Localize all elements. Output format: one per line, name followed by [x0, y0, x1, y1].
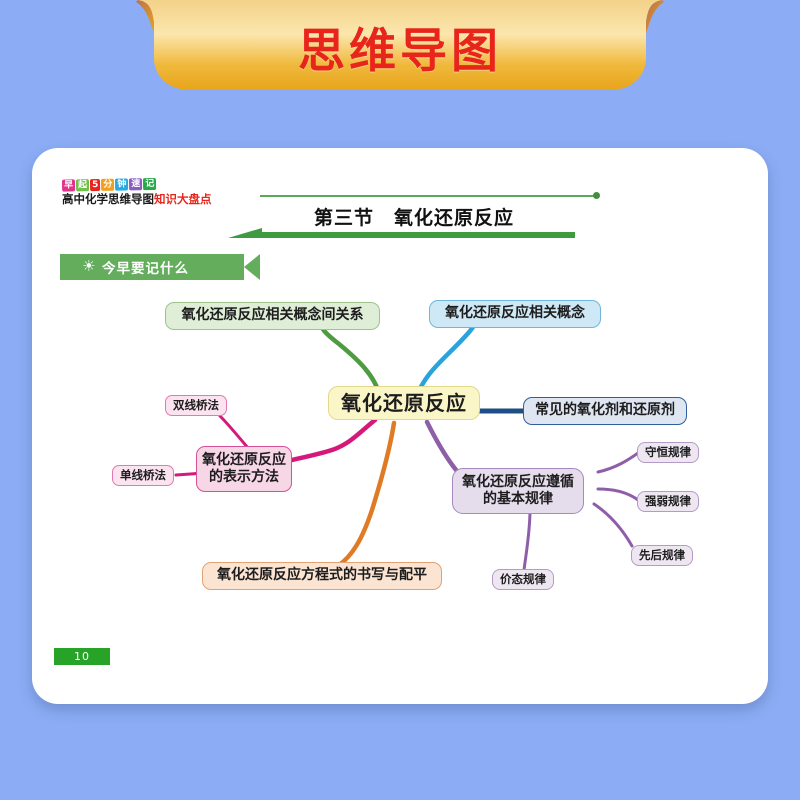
brand-rule-line	[260, 195, 595, 197]
basic-rules-line2: 的基本规律	[483, 491, 553, 507]
brand-rule-dot	[593, 192, 600, 199]
expression-line2: 的表示方法	[209, 469, 279, 485]
top-banner: 思维导图	[0, 0, 800, 100]
mindmap-node-concepts[interactable]: 氧化还原反应相关概念	[429, 300, 601, 328]
mindmap-node-rule-order[interactable]: 先后规律	[631, 545, 693, 566]
mindmap-node-equation-writing[interactable]: 氧化还原反应方程式的书写与配平	[202, 562, 442, 590]
mindmap-node-basic-rules[interactable]: 氧化还原反应遵循 的基本规律	[452, 468, 584, 514]
brand-subtitle: 高中化学思维导图知识大盘点	[62, 191, 362, 207]
mindmap-node-single-bridge[interactable]: 单线桥法	[112, 465, 174, 486]
page-number: 10	[54, 648, 110, 665]
basic-rules-line1: 氧化还原反应遵循	[462, 473, 574, 490]
mindmap-node-expression[interactable]: 氧化还原反应 的表示方法	[196, 446, 292, 492]
mindmap-node-rule-conservation[interactable]: 守恒规律	[637, 442, 699, 463]
section-bar-tail	[228, 228, 262, 238]
expression-line1: 氧化还原反应	[202, 451, 286, 468]
sun-icon: ☀	[82, 257, 97, 275]
mindmap-node-double-bridge[interactable]: 双线桥法	[165, 395, 227, 416]
mindmap-node-rule-strength[interactable]: 强弱规律	[637, 491, 699, 512]
page-title: 第三节 氧化还原反应	[313, 207, 514, 229]
mindmap-node-concept-relations[interactable]: 氧化还原反应相关概念间关系	[165, 302, 380, 330]
banner-title: 思维导图	[298, 23, 502, 79]
mindmap-node-rule-valence[interactable]: 价态规律	[492, 569, 554, 590]
mindmap-connectors	[174, 315, 640, 572]
banner-shape	[136, 0, 664, 90]
mindmap-node-common-agents[interactable]: 常见的氧化剂和还原剂	[523, 397, 687, 425]
ribbon-label: 今早要记什么	[102, 261, 189, 277]
mindmap-center-node[interactable]: 氧化还原反应	[328, 386, 480, 420]
section-ribbon: ☀ 今早要记什么	[60, 254, 260, 280]
brand-subtitle-accent: 知识大盘点	[154, 192, 212, 206]
brand-subtitle-main: 高中化学思维导图	[62, 192, 154, 206]
mindmap: 氧化还原反应 氧化还原反应相关概念间关系 氧化还原反应相关概念 常见的氧化剂和还…	[32, 148, 768, 704]
section-bar	[260, 232, 575, 238]
